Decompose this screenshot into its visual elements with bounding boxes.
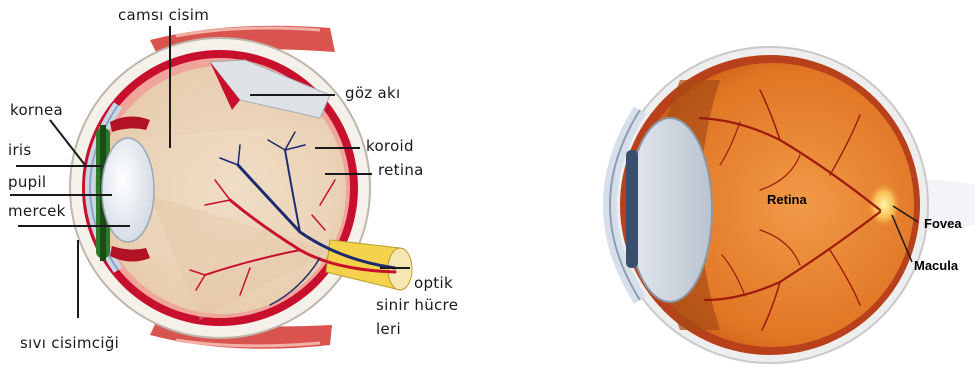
label-retina: retina: [378, 163, 424, 178]
label-choroid: koroid: [366, 139, 414, 154]
label-optic-line2: sinir hücre: [376, 298, 458, 313]
label-lens: mercek: [8, 204, 66, 219]
label-fovea: Fovea: [924, 217, 962, 230]
label-cornea: kornea: [10, 103, 63, 118]
label-retina-right: Retina: [767, 193, 807, 206]
label-vitreous: camsı cisim: [118, 8, 209, 23]
label-optic-line3: leri: [376, 322, 401, 337]
label-pupil: pupil: [8, 175, 46, 190]
label-aqueous: sıvı cisimciği: [20, 336, 119, 351]
label-macula: Macula: [914, 259, 958, 272]
label-sclera: göz akı: [345, 86, 401, 101]
label-iris: iris: [8, 143, 32, 158]
label-optic-line1: optik: [414, 276, 453, 291]
